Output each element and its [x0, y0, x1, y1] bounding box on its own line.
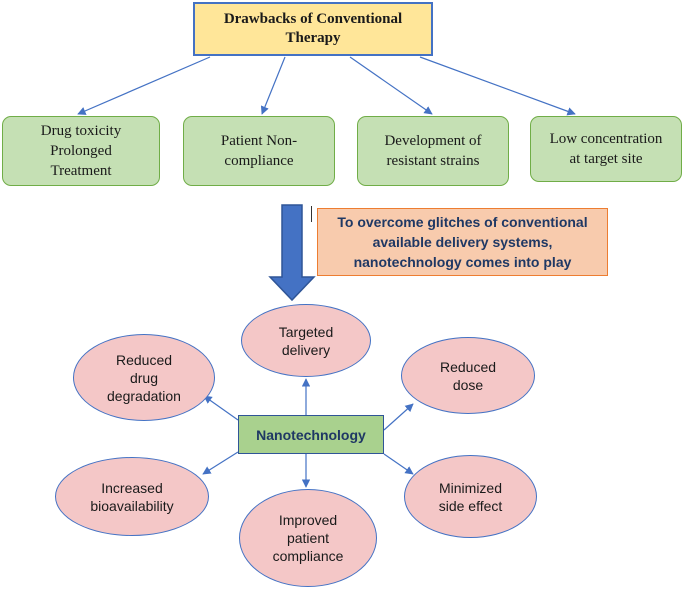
- center-label: Nanotechnology: [256, 426, 366, 443]
- benefit-label-line: dose: [452, 376, 484, 393]
- note-line: To overcome glitches of conventional: [337, 214, 588, 230]
- benefit-improved-patient-compliance: Improved patient compliance: [239, 489, 377, 587]
- note-line: nanotechnology comes into play: [353, 254, 572, 270]
- root-label-line: Therapy: [285, 30, 341, 46]
- benefit-label-line: Improved: [278, 512, 338, 528]
- arrow-root-to-low-concentration: [419, 56, 576, 116]
- benefit-reduced-drug-degradation: Reduced drug degradation: [73, 334, 215, 421]
- text-cursor-mark: [311, 206, 312, 222]
- arrow-root-to-patient-noncompliance: [260, 56, 286, 115]
- drawback-label-line: Patient Non-: [220, 133, 298, 149]
- benefit-label-line: degradation: [107, 387, 181, 404]
- drawback-label-line: resistant strains: [386, 153, 480, 169]
- benefit-label-line: Reduced: [115, 351, 173, 368]
- arrow-root-to-resistant-strains: [349, 56, 433, 115]
- drawback-label-line: Development of: [384, 133, 482, 149]
- drawback-label-line: compliance: [224, 153, 294, 169]
- benefit-label-line: Targeted: [278, 323, 334, 340]
- benefit-minimized-side-effect: Minimized side effect: [404, 455, 537, 538]
- benefit-label-line: Minimized: [438, 479, 502, 496]
- drawback-resistant-strains: Development of resistant strains: [357, 116, 509, 186]
- benefit-label-line: Increased: [101, 479, 163, 496]
- benefit-label-line: compliance: [272, 548, 344, 564]
- big-down-arrow: [268, 204, 316, 302]
- benefit-label-line: side effect: [438, 497, 503, 514]
- benefit-targeted-delivery: Targeted delivery: [241, 304, 371, 377]
- drawback-label-line: at target site: [569, 151, 643, 167]
- arrow-root-to-drug-toxicity: [77, 56, 211, 115]
- drawback-label-line: Treatment: [50, 163, 112, 179]
- drawback-drug-toxicity: Drug toxicity Prolonged Treatment: [2, 116, 160, 186]
- note-line: available delivery systems,: [372, 234, 553, 250]
- center-node-nanotechnology: Nanotechnology: [238, 415, 384, 454]
- benefit-label-line: patient: [286, 530, 330, 546]
- benefit-increased-bioavailability: Increased bioavailability: [55, 457, 209, 536]
- arrow-to-reduced-dose: [383, 403, 414, 431]
- arrow-to-reduced-degradation: [203, 395, 239, 421]
- root-node-drawbacks: Drawbacks of Conventional Therapy: [193, 2, 433, 56]
- benefit-reduced-dose: Reduced dose: [401, 337, 535, 414]
- benefit-label-line: drug: [129, 369, 158, 386]
- arrow-to-minimized-side-effect: [383, 453, 414, 475]
- root-label-line: Drawbacks of Conventional: [223, 11, 403, 27]
- transition-note: To overcome glitches of conventional ava…: [317, 208, 608, 276]
- arrow-to-increased-bioavailability: [202, 451, 239, 475]
- benefit-label-line: bioavailability: [90, 497, 174, 514]
- drawback-patient-noncompliance: Patient Non- compliance: [183, 116, 335, 186]
- benefit-label-line: Reduced: [439, 358, 497, 375]
- drawback-label-line: Drug toxicity: [40, 123, 122, 139]
- drawback-label-line: Low concentration: [549, 131, 663, 147]
- drawback-label-line: Prolonged: [50, 143, 112, 159]
- benefit-label-line: delivery: [281, 341, 331, 358]
- drawback-low-concentration: Low concentration at target site: [530, 116, 682, 182]
